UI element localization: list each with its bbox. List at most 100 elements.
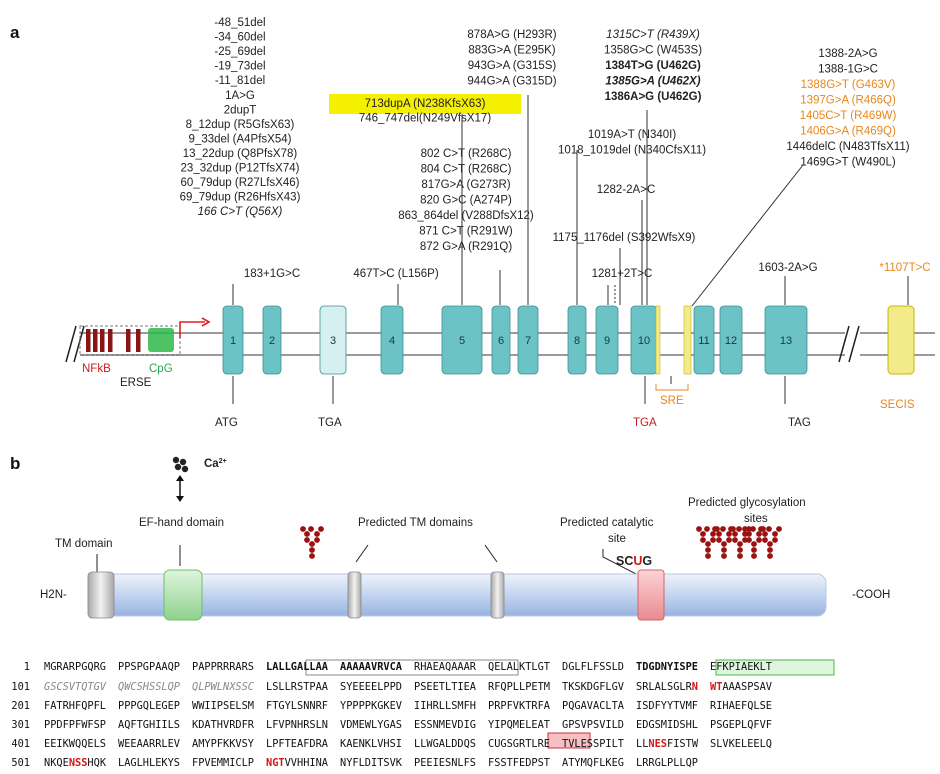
sequence-block: PSEETLTIEA bbox=[414, 681, 476, 693]
glycan-dot bbox=[721, 547, 727, 553]
glycan-dot bbox=[776, 526, 782, 532]
exon-7 bbox=[517, 305, 539, 375]
tag-label: TAG bbox=[788, 417, 811, 429]
mutation-label: 1446delC (N483TfsX11) bbox=[786, 141, 909, 153]
sequence-position: 301 bbox=[11, 719, 30, 731]
glycan-dot bbox=[732, 537, 738, 543]
glycan-dot bbox=[737, 541, 743, 547]
sequence-block: PAPPRRRARS bbox=[192, 661, 254, 673]
glycan-dot bbox=[304, 537, 310, 543]
sequence-block: RIHAEFQLSE bbox=[710, 700, 772, 712]
highlighted-residues: WT bbox=[710, 681, 723, 693]
calcium-icon bbox=[181, 465, 189, 473]
sequence-block: FTGYLSNNRF bbox=[266, 700, 328, 712]
tm-domain-label: TM domain bbox=[55, 538, 113, 550]
nfkb-sites bbox=[86, 329, 141, 352]
sequence-block: EDGSMIDSHL bbox=[636, 719, 698, 731]
exon-5 bbox=[441, 305, 483, 375]
exon-3 bbox=[319, 305, 347, 375]
glycan-dot bbox=[767, 553, 773, 559]
sequence-block: DGLFLFSSLD bbox=[562, 661, 624, 673]
mutation-label: 1397G>A (R466Q) bbox=[800, 95, 896, 107]
mutation-label: 23_32dup (P12TfsX74) bbox=[181, 163, 300, 175]
sequence-block: WWIIPSELSM bbox=[192, 700, 254, 712]
mutation-label: 1405C>T (R469W) bbox=[800, 110, 897, 122]
sequence-block: SRLALSGLRN bbox=[636, 681, 698, 693]
break-mark bbox=[73, 325, 85, 363]
sequence-block: LAGLHLEKYS bbox=[118, 757, 180, 769]
sequence-block: LLWGALDDQS bbox=[414, 738, 476, 750]
glycan-dot bbox=[700, 537, 706, 543]
mutation-label: 1018_1019del (N340CfsX11) bbox=[558, 145, 706, 157]
sequence-block: GSCSVTQTGV bbox=[44, 681, 106, 693]
glycan-dot bbox=[700, 531, 706, 537]
glycan-dot bbox=[767, 541, 773, 547]
glycan-dot bbox=[756, 537, 762, 543]
glycan-dot bbox=[746, 526, 752, 532]
calcium-icon bbox=[172, 456, 180, 464]
secis-element bbox=[887, 305, 915, 375]
sre-bracket bbox=[655, 384, 689, 391]
mutation-label: 1385G>A (U462X) bbox=[605, 76, 700, 88]
promoter-box bbox=[79, 325, 181, 356]
glycan-dot bbox=[726, 531, 732, 537]
mutation-label: 1175_1176del (S392WfsX9) bbox=[553, 232, 696, 244]
mutation-label: -25_69del bbox=[214, 46, 265, 58]
exon-number: 7 bbox=[525, 335, 531, 347]
glycan-dot bbox=[705, 547, 711, 553]
break-mark bbox=[848, 325, 860, 363]
glycan-dot bbox=[309, 547, 315, 553]
tss-arrow bbox=[179, 321, 205, 338]
sequence-block: PPDFPFWFSP bbox=[44, 719, 106, 731]
mutation-label: 2dupT bbox=[224, 104, 257, 116]
mutation-label: 1386A>G (U462G) bbox=[605, 91, 702, 103]
glycan-dot bbox=[705, 541, 711, 547]
mutation-label: 820 G>C (A274P) bbox=[420, 195, 512, 207]
mutation-label: 1469G>T (W490L) bbox=[800, 157, 896, 169]
glycan-dot bbox=[767, 547, 773, 553]
sequence-block: ESSNMEVDIG bbox=[414, 719, 476, 731]
sequence-block: SYEEEELPPD bbox=[340, 681, 402, 693]
protein-diagram: Ca2+ EF-hand domain TM domain Predicted … bbox=[40, 456, 890, 621]
tga-sec-label: TGA bbox=[633, 417, 657, 429]
nfkb-site bbox=[126, 329, 131, 352]
sequence-block: CUGSGRTLRE bbox=[488, 738, 550, 750]
gene-labels: NFkB ERSE CpG ATG TGA TGA SRE TAG SECIS bbox=[82, 363, 915, 429]
mutation-labels: -48_51del-34_60del-25_69del-19_73del-11_… bbox=[180, 17, 931, 307]
mutation-label: -11_81del bbox=[215, 75, 265, 87]
highlighted-residues: NGT bbox=[266, 757, 285, 769]
mutation-label: *1107T>C bbox=[879, 262, 930, 274]
mutation-label: 713dupA (N238KfsX63) bbox=[365, 98, 486, 110]
mutation-label: 60_79dup (R27LfsX46) bbox=[181, 177, 300, 189]
sequence-block: LALLGALLAA bbox=[266, 661, 328, 673]
exon-number: 8 bbox=[574, 335, 580, 347]
mutation-label: 1384T>G (U462G) bbox=[605, 60, 701, 72]
glyco-label: Predicted glycosylation bbox=[688, 497, 806, 509]
panel-b-label: b bbox=[10, 454, 20, 473]
glycan-dot bbox=[772, 537, 778, 543]
glycan-dot bbox=[300, 526, 306, 532]
glycan-dot bbox=[721, 553, 727, 559]
mutation-label: 13_22dup (Q8PfsX78) bbox=[183, 148, 298, 160]
glycan-dot bbox=[726, 537, 732, 543]
sequence-block: IIHRLLSMFH bbox=[414, 700, 476, 712]
glycan-dot bbox=[304, 531, 310, 537]
sequence-block: LSLLRSTPAA bbox=[266, 681, 328, 693]
glycan-dot bbox=[705, 553, 711, 559]
pointer-line bbox=[602, 549, 641, 577]
glycan-dot bbox=[762, 537, 768, 543]
sequence-block: QLPWLNXSSC bbox=[192, 681, 254, 693]
sequence-block: LLNESFISTW bbox=[636, 738, 699, 750]
mutation-label: 69_79dup (R26HfsX43) bbox=[180, 192, 301, 204]
sequence-block: LRRGLPLLQP bbox=[636, 757, 698, 769]
sequence-block: YPPPPKGKEV bbox=[340, 700, 402, 712]
sequence-block: PRPFVKTRFA bbox=[488, 700, 550, 712]
highlighted-residues: NSS bbox=[68, 757, 88, 769]
sequence-block: AMYPFKKVSY bbox=[192, 738, 254, 750]
sequence-block: QELALKTLGT bbox=[488, 661, 550, 673]
mutation-label: 1A>G bbox=[225, 90, 255, 102]
nfkb-site bbox=[136, 329, 141, 352]
